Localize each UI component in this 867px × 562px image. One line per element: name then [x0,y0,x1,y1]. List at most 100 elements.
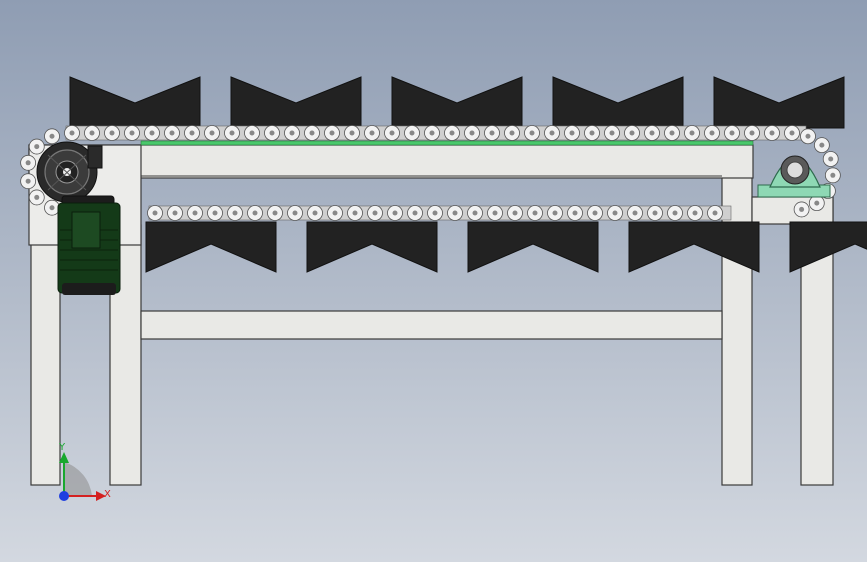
chain-pin [612,210,618,216]
chain-pin [472,210,478,216]
chain-pin [532,210,538,216]
chain-pin [592,210,598,216]
chain-pin [192,210,198,216]
chain-pin [152,210,158,216]
chain-pin [252,210,258,216]
chain-pin [509,130,515,136]
chain-pin [799,206,805,212]
chain-pin [389,130,395,136]
x-axis-head [96,491,106,501]
z-axis-dot [59,491,69,501]
top-chain [64,125,807,141]
chain-pin [229,130,235,136]
flight-block [230,76,362,129]
flight-block [145,221,277,273]
chain-pin [749,130,755,136]
chain-pin [552,210,558,216]
chain-pin [672,210,678,216]
flight-block [306,221,438,273]
chain-pin [529,130,535,136]
pillow-block-bearing[interactable] [757,155,831,198]
chain-pin [729,130,735,136]
bottom-chain [147,205,732,221]
chain-pin [819,142,825,148]
chain-pin [89,130,95,136]
chain-pin [692,210,698,216]
chain-pin [828,156,834,162]
chain-pin [492,210,498,216]
chain-pin [292,210,298,216]
chain-pin [769,130,775,136]
chain-pin [689,130,695,136]
chain-pin [549,130,555,136]
chain-pin [289,130,295,136]
bottom-flights [145,221,867,273]
chain-pin [649,130,655,136]
chain-pin [109,130,115,136]
coordinate-triad: Y X [58,442,111,501]
chain-pin [652,210,658,216]
chain-pin [372,210,378,216]
chain-pin [789,130,795,136]
chain-pin [805,133,811,139]
chain-pin [34,144,40,150]
chain-pin [309,130,315,136]
chain-pin [189,130,195,136]
chain-pin [412,210,418,216]
flight-block [467,221,599,273]
chain-pin [632,210,638,216]
chain-pin [669,130,675,136]
chain-pin [272,210,278,216]
chain-pin [349,130,355,136]
chain-pin [429,130,435,136]
chain-pin [830,172,836,178]
chain-pin [489,130,495,136]
chain-pin [512,210,518,216]
chain-pin [25,160,31,166]
chain-pin [312,210,318,216]
top-flights [69,76,845,129]
x-axis-label: X [104,489,111,500]
chain-pin [469,130,475,136]
chain-pin [814,200,820,206]
chain-pin [369,130,375,136]
flight-block [391,76,523,129]
chain-pin [49,205,55,211]
y-axis-head [59,452,69,463]
chain-pin [172,210,178,216]
chain-pin [609,130,615,136]
chain-pin [392,210,398,216]
flight-block [789,221,867,273]
y-axis-label: Y [58,442,66,453]
chain-pin [329,130,335,136]
chain-pin [25,178,31,184]
left-leg-outer [30,224,61,486]
drive-motor[interactable] [57,195,121,295]
chain-pin [629,130,635,136]
chain-pin [49,133,55,139]
chain-pin [129,130,135,136]
chain-pin [432,210,438,216]
conveyor-frame[interactable] [28,144,834,486]
chain-pin [352,210,358,216]
chain-pin [209,130,215,136]
flight-block [713,76,845,129]
flight-block [69,76,201,129]
chain-pin [232,210,238,216]
gearbox[interactable] [36,141,103,203]
chain-pin [149,130,155,136]
wear-strip [140,140,754,146]
chain-pin [269,130,275,136]
chain-pin [452,210,458,216]
chain-pin [569,130,575,136]
chain-pin [589,130,595,136]
chain-pin [249,130,255,136]
right-leg-inner [721,149,753,486]
lower-crossbar [140,310,723,340]
chain-pin [712,210,718,216]
chain-pin [449,130,455,136]
chain-pin [69,130,75,136]
chain-pin [709,130,715,136]
